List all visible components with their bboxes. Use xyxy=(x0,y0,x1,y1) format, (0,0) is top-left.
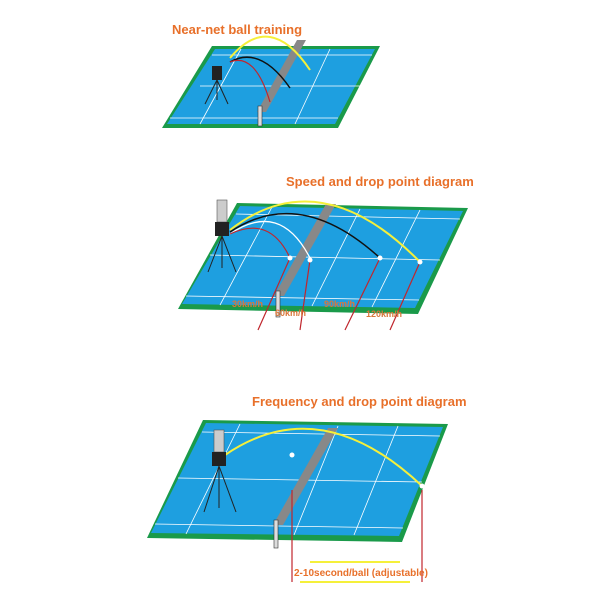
frequency-diagram: Frequency and drop point diagram 2-10sec… xyxy=(147,394,467,583)
trajectory-black xyxy=(229,56,291,89)
trajectory-red xyxy=(229,227,291,259)
trajectory-yellow xyxy=(229,35,311,71)
diagram-title: Frequency and drop point diagram xyxy=(252,394,467,409)
frequency-label: 2-10second/ball (adjustable) xyxy=(294,568,428,579)
net-post xyxy=(273,519,279,549)
speed-diagram: Speed and drop point diagram 30km/h 60km… xyxy=(178,174,474,331)
trajectory-yellow xyxy=(224,427,423,487)
ball-machine xyxy=(204,66,229,105)
ball-machine xyxy=(203,429,237,513)
net xyxy=(273,428,338,525)
trajectory-black xyxy=(229,212,381,259)
court xyxy=(182,206,463,308)
shuttlecock xyxy=(289,452,295,458)
ball-machine xyxy=(207,199,237,273)
shuttlecocks xyxy=(287,255,423,265)
diagram-title: Speed and drop point diagram xyxy=(286,174,474,189)
court-lines xyxy=(185,206,461,308)
speed-label: 90km/h xyxy=(324,299,355,309)
net-post xyxy=(275,290,281,318)
speed-label: 120km/h xyxy=(366,309,402,319)
near-net-diagram: Near-net ball training xyxy=(162,22,380,128)
trajectory-white xyxy=(229,220,311,259)
trajectory-red xyxy=(229,59,271,103)
net-post xyxy=(257,105,263,127)
speed-label: 60km/h xyxy=(275,308,306,318)
speed-label: 30km/h xyxy=(232,299,263,309)
shuttlecock xyxy=(419,483,425,489)
diagram-title: Near-net ball training xyxy=(172,22,302,37)
drop-lines xyxy=(291,490,423,582)
drop-lines xyxy=(257,257,421,331)
trajectory-yellow xyxy=(229,200,421,263)
